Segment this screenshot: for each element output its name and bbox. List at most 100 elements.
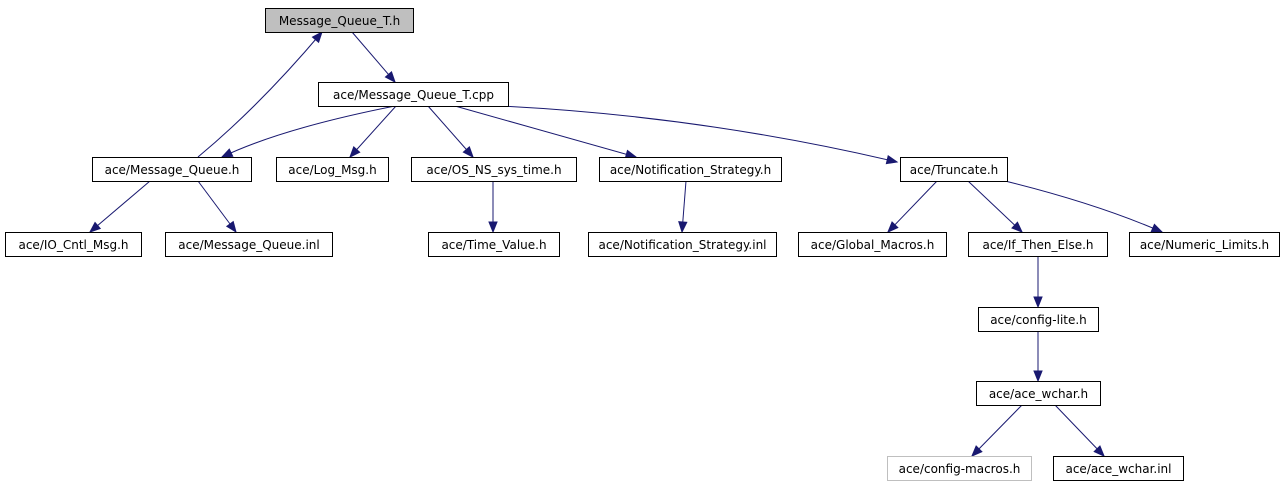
node-label: ace/Global_Macros.h — [811, 238, 935, 252]
node-box — [5, 232, 142, 257]
file-node[interactable]: ace/ace_wchar.h — [976, 381, 1101, 406]
node-label: Message_Queue_T.h — [279, 14, 400, 28]
edge-arrow — [351, 31, 396, 84]
file-node[interactable]: ace/Notification_Strategy.inl — [588, 232, 777, 257]
node-label: ace/ace_wchar.h — [989, 387, 1088, 401]
file-node[interactable]: ace/Message_Queue.h — [92, 157, 252, 182]
file-node[interactable]: ace/IO_Cntl_Msg.h — [5, 232, 142, 257]
file-node[interactable]: ace/Numeric_Limits.h — [1129, 232, 1280, 257]
file-node[interactable]: ace/Time_Value.h — [428, 232, 560, 257]
node-box — [976, 381, 1101, 406]
node-box — [588, 232, 777, 257]
node-label: ace/Message_Queue_T.cpp — [333, 88, 494, 102]
node-box — [1129, 232, 1280, 257]
file-node[interactable]: ace/config-lite.h — [978, 307, 1099, 332]
node-label: ace/Notification_Strategy.h — [610, 163, 771, 177]
edge-line — [351, 31, 396, 83]
node-label: ace/Numeric_Limits.h — [1140, 238, 1269, 252]
edge-line — [1004, 180, 1163, 233]
node-box — [599, 157, 782, 182]
edge-arrow — [887, 180, 938, 233]
edge-arrow — [88, 180, 151, 233]
arrowhead-icon — [885, 154, 899, 165]
edge-arrow — [1033, 256, 1043, 309]
arrowhead-icon — [88, 221, 102, 233]
file-node[interactable]: ace/ace_wchar.inl — [1053, 456, 1184, 481]
node-label: ace/config-macros.h — [899, 462, 1021, 476]
file-node[interactable]: ace/Log_Msg.h — [276, 157, 389, 182]
node-box — [428, 232, 560, 257]
edge-arrow — [967, 180, 1023, 233]
edge-arrow — [1033, 331, 1043, 383]
edge-line — [887, 180, 938, 233]
node-box — [1053, 456, 1184, 481]
arrowhead-icon — [488, 221, 498, 234]
arrowhead-icon — [887, 221, 899, 233]
node-label: ace/ace_wchar.inl — [1065, 462, 1171, 476]
edge-arrow — [349, 105, 397, 158]
node-label: ace/Log_Msg.h — [288, 163, 376, 177]
node-label: ace/Notification_Strategy.inl — [598, 238, 766, 252]
edge-arrow — [488, 181, 498, 234]
node-label: ace/Time_Value.h — [441, 238, 546, 252]
node-box — [411, 157, 577, 182]
edge-arrow — [1004, 180, 1164, 233]
node-box — [165, 232, 333, 257]
file-node[interactable]: ace/Global_Macros.h — [798, 232, 947, 257]
file-node[interactable]: ace/config-macros.h — [887, 456, 1032, 481]
arrowhead-icon — [1150, 223, 1164, 233]
node-box — [92, 157, 252, 182]
arrowhead-icon — [624, 149, 638, 159]
arrowhead-icon — [349, 146, 361, 158]
node-box — [887, 456, 1032, 481]
edge-arrow — [427, 105, 474, 159]
edge-line — [89, 180, 151, 233]
arrowhead-icon — [971, 445, 983, 457]
arrowhead-icon — [220, 148, 234, 158]
edge-arrow — [197, 180, 237, 234]
arrowhead-icon — [1093, 445, 1105, 457]
edge-line — [499, 105, 898, 163]
file-node[interactable]: ace/Truncate.h — [900, 157, 1008, 182]
node-box — [318, 82, 509, 107]
edge-line — [221, 105, 396, 158]
nodes-layer: Message_Queue_T.h ace/Message_Queue_T.cpp… — [5, 8, 1280, 481]
node-label: ace/Message_Queue.inl — [178, 238, 319, 252]
file-node[interactable]: ace/If_Then_Else.h — [968, 232, 1108, 257]
node-label: ace/IO_Cntl_Msg.h — [18, 238, 128, 252]
edge-arrow — [678, 180, 688, 234]
arrowhead-icon — [1033, 296, 1043, 309]
node-box — [968, 232, 1108, 257]
edge-line — [349, 105, 397, 158]
file-node[interactable]: ace/Message_Queue_T.cpp — [318, 82, 509, 107]
file-node[interactable]: ace/Notification_Strategy.h — [599, 157, 782, 182]
node-box — [798, 232, 947, 257]
arrowhead-icon — [384, 70, 396, 84]
file-node[interactable]: ace/OS_NS_sys_time.h — [411, 157, 577, 182]
file-node[interactable]: ace/Message_Queue.inl — [165, 232, 333, 257]
arrowhead-icon — [225, 220, 237, 234]
edges-layer — [88, 30, 1164, 457]
arrowhead-icon — [1033, 370, 1043, 383]
edge-arrow — [220, 105, 396, 158]
edge-line — [971, 404, 1023, 457]
edge-line — [967, 180, 1023, 233]
edge-arrow — [971, 404, 1023, 457]
node-box — [265, 8, 414, 33]
arrowhead-icon — [1011, 221, 1023, 233]
edge-line — [1054, 404, 1105, 457]
node-label: ace/Message_Queue.h — [105, 163, 240, 177]
edge-line — [197, 180, 237, 233]
edge-line — [427, 105, 474, 158]
node-box — [276, 157, 389, 182]
edge-arrow — [197, 30, 323, 158]
arrowhead-icon — [678, 221, 688, 234]
node-label: ace/Truncate.h — [910, 163, 999, 177]
node-label: ace/config-lite.h — [990, 313, 1087, 327]
node-label: ace/If_Then_Else.h — [982, 238, 1093, 252]
node-box — [900, 157, 1008, 182]
node-box — [978, 307, 1099, 332]
root-file-node[interactable]: Message_Queue_T.h — [265, 8, 414, 33]
edge-line — [197, 31, 323, 158]
